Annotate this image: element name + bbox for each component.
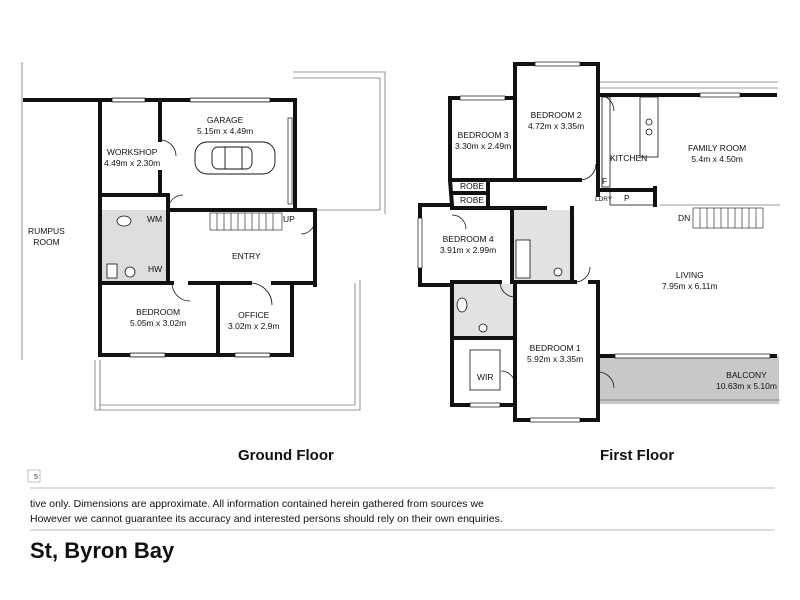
room-kitchen: KITCHEN [610, 153, 647, 164]
room-bedroom1-dims: 5.92m x 3.35m [527, 354, 584, 364]
room-hw-name: HW [148, 264, 163, 274]
room-robe1-name: ROBE [460, 181, 485, 191]
room-workshop: WORKSHOP 4.49m x 2.30m [104, 147, 160, 169]
disclaimer-line2: However we cannot guarantee its accuracy… [30, 513, 503, 525]
room-bedroom2-name: BEDROOM 2 [530, 110, 582, 120]
ground-verandah-outline [21, 62, 386, 411]
stair-down: DN [678, 213, 690, 224]
first-floor-title: First Floor [600, 447, 675, 464]
car-icon [194, 141, 276, 175]
room-wm-name: WM [147, 214, 163, 224]
room-bedroom2: BEDROOM 2 4.72m x 3.35m [528, 110, 584, 132]
room-robe2: ROBE [460, 195, 484, 206]
ground-windows [112, 98, 270, 357]
first-floor-plan [417, 61, 780, 423]
room-wir: WIR [477, 372, 494, 383]
room-bedroom-dims: 5.05m x 3.02m [130, 318, 187, 328]
room-rumpus: RUMPUS ROOM [28, 226, 65, 248]
separator-lines [30, 487, 775, 531]
stair-up-label: UP [283, 214, 295, 224]
stair-up: UP [283, 214, 295, 225]
ground-door-swings [159, 139, 316, 306]
ground-stairs [209, 212, 283, 231]
ground-window-frames [111, 97, 293, 358]
property-address: St, Byron Bay [30, 538, 175, 563]
room-garage-name: GARAGE [206, 115, 244, 125]
room-office: OFFICE 3.02m x 2.9m [228, 310, 280, 332]
room-family-name: FAMILY ROOM [688, 143, 747, 153]
room-bedroom4-dims: 3.91m x 2.99m [440, 245, 497, 255]
room-bedroom3-name: BEDROOM 3 [457, 130, 509, 140]
room-bedroom-name: BEDROOM [136, 307, 181, 317]
disclaimer-line1: tive only. Dimensions are approximate. A… [30, 498, 484, 510]
room-bedroom3: BEDROOM 3 3.30m x 2.49m [455, 130, 511, 152]
room-robe1: ROBE [460, 181, 484, 192]
room-living-dims: 7.95m x 6.11m [662, 281, 718, 291]
first-thin-lines [600, 81, 780, 401]
room-ldry-name: LDRY [595, 196, 613, 203]
room-bedroom1: BEDROOM 1 5.92m x 3.35m [527, 343, 583, 365]
room-office-name: OFFICE [238, 310, 270, 320]
room-hw: HW [148, 264, 162, 275]
room-pantry-name: P [624, 193, 630, 203]
room-bedroom3-dims: 3.30m x 2.49m [455, 141, 512, 151]
room-family: FAMILY ROOM 5.4m x 4.50m [688, 143, 746, 165]
room-workshop-name: WORKSHOP [106, 147, 158, 157]
disclaimer: tive only. Dimensions are approximate. A… [30, 497, 503, 527]
room-entry-name: ENTRY [232, 251, 261, 261]
room-balcony-name: BALCONY [726, 370, 767, 380]
room-balcony: BALCONY 10.63m x 5.10m [716, 370, 777, 392]
room-office-dims: 3.02m x 2.9m [228, 321, 280, 331]
room-garage: GARAGE 5.15m x 4.49m [197, 115, 253, 137]
room-bedroom4: BEDROOM 4 3.91m x 2.99m [440, 234, 496, 256]
room-bedroom4-name: BEDROOM 4 [442, 234, 494, 244]
fridge-label-text: F [602, 176, 608, 186]
room-bedroom: BEDROOM 5.05m x 3.02m [130, 307, 186, 329]
stair-down-label: DN [678, 213, 691, 223]
room-workshop-dims: 4.49m x 2.30m [104, 158, 161, 168]
room-ldry: LDRY [595, 194, 612, 205]
first-window-frames [417, 61, 771, 423]
room-pantry: P [624, 193, 630, 204]
room-living-name: LIVING [675, 270, 704, 280]
room-rumpus-name: RUMPUS [28, 226, 65, 236]
fridge-label: F [602, 176, 607, 187]
ground-floor-title: Ground Floor [238, 447, 334, 464]
room-robe2-name: ROBE [460, 195, 485, 205]
ground-fixtures [106, 215, 136, 279]
room-bedroom1-name: BEDROOM 1 [529, 343, 581, 353]
scale-mark: 5 [34, 474, 38, 481]
room-bedroom2-dims: 4.72m x 3.35m [528, 121, 585, 131]
first-stairs [692, 207, 764, 229]
room-garage-dims: 5.15m x 4.49m [197, 126, 254, 136]
ground-floor-plan [21, 62, 386, 411]
room-entry: ENTRY [232, 251, 261, 262]
room-balcony-dims: 10.63m x 5.10m [716, 381, 777, 391]
room-living: LIVING 7.95m x 6.11m [662, 270, 718, 292]
first-fixtures [456, 239, 563, 391]
room-wm: WM [147, 214, 162, 225]
room-family-dims: 5.4m x 4.50m [691, 154, 743, 164]
first-door-swings [451, 94, 615, 389]
scale-box [27, 469, 41, 483]
balcony-shading [599, 356, 779, 404]
room-rumpus-name2: ROOM [33, 237, 60, 247]
room-wir-name: WIR [477, 372, 494, 382]
room-kitchen-name: KITCHEN [610, 153, 648, 163]
